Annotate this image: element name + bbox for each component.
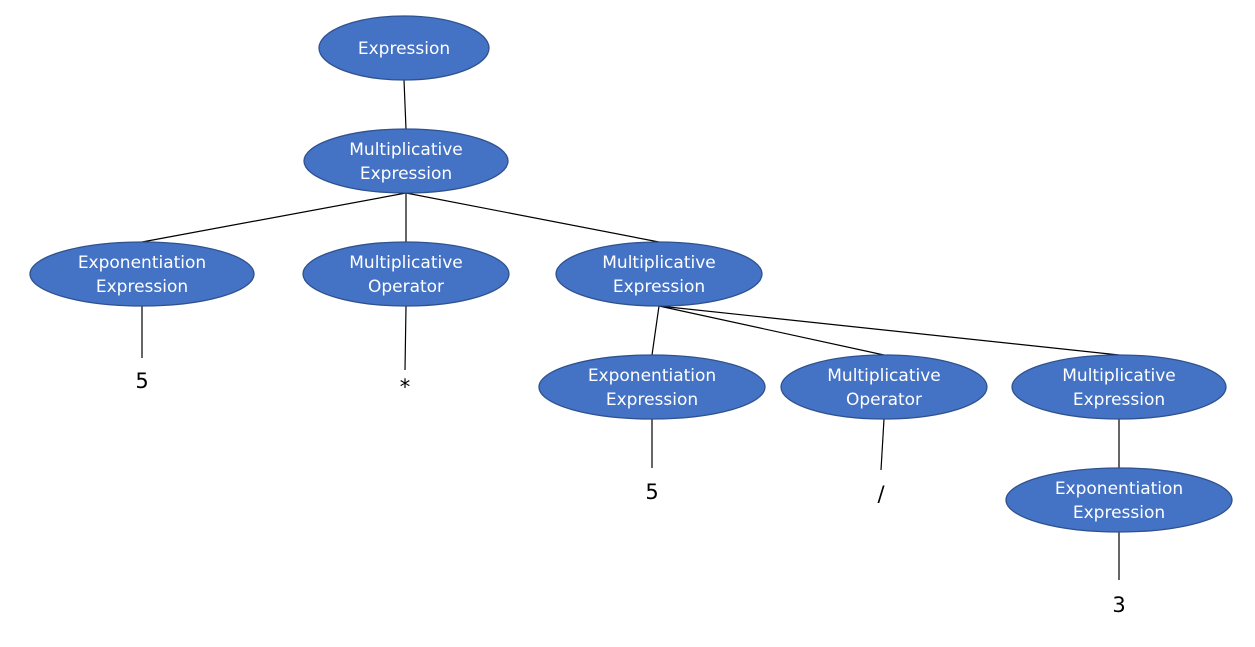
leaf-slash: / (877, 482, 885, 506)
node-label-mult-op-1-line-2: Operator (368, 277, 444, 297)
edge-mult-expr-2-to-mult-op-2 (658, 305, 885, 356)
edge-expression-to-mult-expr-1 (403, 79, 407, 130)
node-shape-exp-expr-3 (1005, 467, 1233, 533)
edge-mult-op-2-to-leaf-slash (880, 418, 885, 471)
node-label-exp-expr-1-line-1: Exponentiation (78, 253, 206, 273)
edge-mult-expr-1-to-exp-expr-1 (141, 192, 407, 243)
node-shape-exp-expr-2 (538, 354, 766, 420)
edges-layer (141, 79, 1120, 580)
edge-mult-op-1-to-leaf-star (404, 305, 407, 371)
node-label-mult-expr-2-line-2: Expression (613, 277, 705, 297)
node-label-exp-expr-3-line-2: Expression (1073, 503, 1165, 523)
node-label-mult-expr-3-line-2: Expression (1073, 390, 1165, 410)
leaf-5-a: 5 (135, 369, 148, 393)
node-shape-exp-expr-1 (29, 241, 255, 307)
node-label-mult-expr-2-line-1: Multiplicative (602, 253, 715, 273)
leaf-5-b: 5 (645, 480, 658, 504)
leaf-star: * (400, 375, 411, 399)
node-label-mult-op-1-line-1: Multiplicative (349, 253, 462, 273)
leaves-layer: 5 * 5 / 3 (135, 369, 1125, 617)
node-label-exp-expr-1-line-2: Expression (96, 277, 188, 297)
node-shape-mult-op-1 (302, 241, 510, 307)
node-label-mult-expr-1-line-2: Expression (360, 164, 452, 184)
leaf-3: 3 (1112, 593, 1125, 617)
node-shape-mult-expr-1 (303, 128, 509, 194)
edge-mult-expr-1-to-mult-expr-2 (405, 192, 660, 243)
node-label-mult-op-2-line-2: Operator (846, 390, 922, 410)
node-label-exp-expr-3-line-1: Exponentiation (1055, 479, 1183, 499)
node-label-exp-expr-2-line-2: Expression (606, 390, 698, 410)
node-label-mult-expr-1-line-1: Multiplicative (349, 140, 462, 160)
edge-mult-expr-2-to-exp-expr-2 (651, 305, 660, 356)
node-shape-mult-expr-3 (1011, 354, 1227, 420)
node-expression: Expression (318, 15, 490, 81)
node-shape-mult-expr-2 (555, 241, 763, 307)
node-label-mult-op-2-line-1: Multiplicative (827, 366, 940, 386)
node-label-mult-expr-3-line-1: Multiplicative (1062, 366, 1175, 386)
edge-mult-expr-2-to-mult-expr-3 (658, 305, 1120, 356)
node-shape-mult-op-2 (780, 354, 988, 420)
node-shape-expression (318, 15, 490, 81)
nodes-layer: ExpressionMultiplicativeExpressionExpone… (29, 15, 1233, 533)
node-label-expression-line-1: Expression (358, 39, 450, 59)
node-label-exp-expr-2-line-1: Exponentiation (588, 366, 716, 386)
